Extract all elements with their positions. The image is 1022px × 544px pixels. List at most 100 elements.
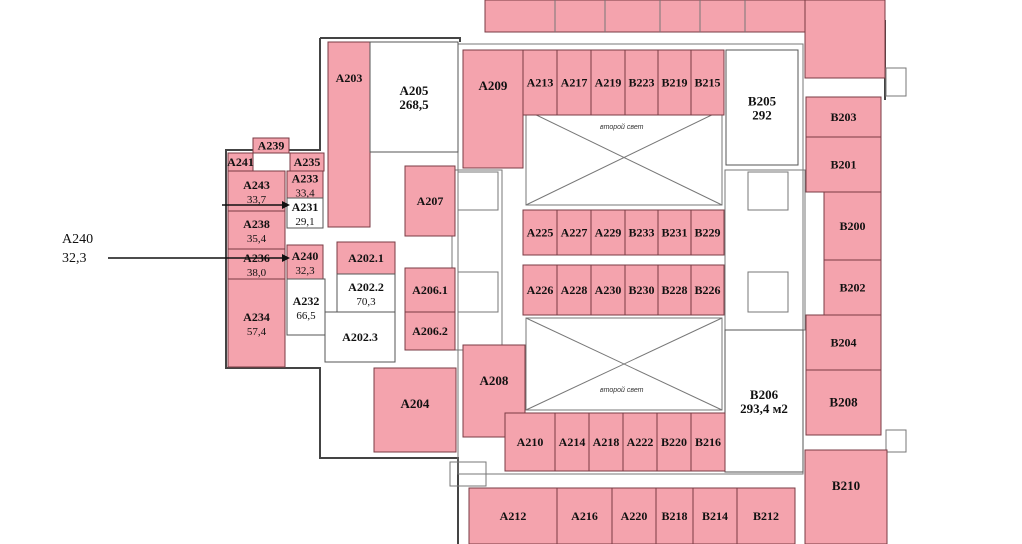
room-a220[interactable]: A220 [611, 487, 657, 544]
room-shape[interactable] [588, 412, 624, 472]
room-shape[interactable] [556, 209, 592, 256]
room-shape[interactable] [252, 137, 290, 154]
room-a209[interactable]: A209 [462, 49, 524, 169]
room-shape[interactable] [805, 369, 882, 436]
room-b220[interactable]: B220 [656, 412, 692, 472]
room-shape[interactable] [286, 197, 324, 229]
room-shape[interactable] [468, 487, 558, 544]
room-shape[interactable] [624, 264, 659, 316]
room-b229[interactable]: B229 [690, 209, 725, 256]
room-shape[interactable] [622, 412, 658, 472]
room-shape[interactable] [690, 209, 725, 256]
room-shape[interactable] [724, 329, 804, 473]
room-shape[interactable] [286, 170, 324, 199]
room-b231[interactable]: B231 [657, 209, 692, 256]
room-b215[interactable]: B215 [690, 49, 725, 116]
room-a210[interactable]: A210 [504, 412, 556, 472]
room-b204[interactable]: B204 [805, 314, 882, 371]
room-a218[interactable]: A218 [588, 412, 624, 472]
room-a217[interactable]: A217 [556, 49, 592, 116]
room-a214[interactable]: A214 [554, 412, 590, 472]
room-shape[interactable] [805, 96, 882, 138]
room-shape[interactable] [690, 264, 725, 316]
room-shape[interactable] [556, 264, 592, 316]
room-a203[interactable]: A203 [327, 41, 371, 228]
room-shape[interactable] [324, 311, 396, 363]
room-shape[interactable] [657, 209, 692, 256]
room-shape[interactable] [404, 267, 456, 313]
room-a202-1[interactable]: A202.1 [336, 241, 396, 275]
room-shape[interactable] [522, 264, 558, 316]
room-shape[interactable] [462, 344, 526, 438]
room-b202[interactable]: B202 [823, 259, 882, 316]
room-a216[interactable]: A216 [556, 487, 613, 544]
room-b203[interactable]: B203 [805, 96, 882, 138]
room-a225[interactable]: A225 [522, 209, 558, 256]
room-a226[interactable]: A226 [522, 264, 558, 316]
room-shape[interactable] [690, 49, 725, 116]
room-shape[interactable] [725, 49, 799, 166]
room-b219[interactable]: B219 [657, 49, 692, 116]
room-shape[interactable] [504, 412, 556, 472]
room-shape[interactable] [655, 487, 694, 544]
room-shape[interactable] [624, 49, 659, 116]
room-b200[interactable]: B200 [823, 191, 882, 261]
room-a202-3[interactable]: A202.3 [324, 311, 396, 363]
room-shape[interactable] [404, 311, 456, 351]
room-shape[interactable] [227, 210, 286, 250]
room-shape[interactable] [690, 412, 726, 472]
room-shape[interactable] [404, 165, 456, 237]
room-a230[interactable]: A230 [590, 264, 626, 316]
room-shape[interactable] [656, 412, 692, 472]
room-a239[interactable]: A239 [252, 137, 290, 154]
room-a208[interactable]: A208 [462, 344, 526, 438]
room-shape[interactable] [327, 41, 371, 228]
room-shape[interactable] [227, 248, 286, 280]
room-a241[interactable]: A241 [227, 152, 254, 172]
room-b228[interactable]: B228 [657, 264, 692, 316]
room-b216[interactable]: B216 [690, 412, 726, 472]
room-b230[interactable]: B230 [624, 264, 659, 316]
room-shape[interactable] [556, 487, 613, 544]
room-shape[interactable] [823, 191, 882, 261]
room-b233[interactable]: B233 [624, 209, 659, 256]
room-b226[interactable]: B226 [690, 264, 725, 316]
room-b210[interactable]: B210 [804, 449, 888, 544]
room-a206-1[interactable]: A206.1 [404, 267, 456, 313]
room-a202-2[interactable]: A202.270,3 [336, 273, 396, 313]
room-shape[interactable] [692, 487, 738, 544]
room-a229[interactable]: A229 [590, 209, 626, 256]
room-shape[interactable] [590, 49, 626, 116]
room-shape[interactable] [736, 487, 796, 544]
room-shape[interactable] [227, 278, 286, 368]
room-b218[interactable]: B218 [655, 487, 694, 544]
room-shape[interactable] [611, 487, 657, 544]
room-a228[interactable]: A228 [556, 264, 592, 316]
room-shape[interactable] [804, 449, 888, 544]
room-shape[interactable] [373, 367, 457, 453]
room-shape[interactable] [462, 49, 524, 169]
room-a207[interactable]: A207 [404, 165, 456, 237]
room-shape[interactable] [369, 41, 459, 153]
room-a235[interactable]: A235 [289, 152, 325, 172]
room-a227[interactable]: A227 [556, 209, 592, 256]
room-shape[interactable] [286, 244, 324, 280]
room-a222[interactable]: A222 [622, 412, 658, 472]
room-shape[interactable] [556, 49, 592, 116]
room-shape[interactable] [805, 314, 882, 371]
room-b223[interactable]: B223 [624, 49, 659, 116]
room-a219[interactable]: A219 [590, 49, 626, 116]
room-shape[interactable] [554, 412, 590, 472]
room-a212[interactable]: A212 [468, 487, 558, 544]
room-b208[interactable]: B208 [805, 369, 882, 436]
room-b212[interactable]: B212 [736, 487, 796, 544]
